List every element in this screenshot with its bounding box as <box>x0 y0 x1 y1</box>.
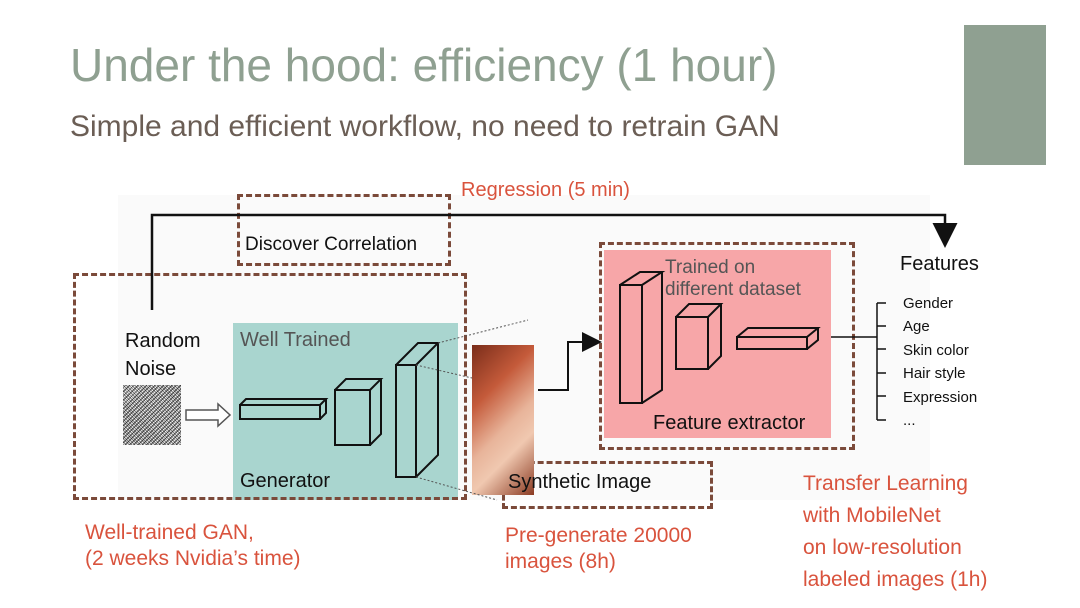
feature-item: Hair style <box>903 365 966 383</box>
transfer-caption-line3: on low-resolution <box>803 536 962 559</box>
gan-caption-line1: Well-trained GAN, <box>85 521 254 544</box>
transfer-caption: Transfer Learning with MobileNet on low-… <box>803 468 987 596</box>
slide-title: Under the hood: efficiency (1 hour) <box>70 39 778 91</box>
random-noise-image <box>123 385 181 445</box>
transfer-caption-line2: with MobileNet <box>803 504 941 527</box>
pregen-caption-line2: images (8h) <box>505 550 616 573</box>
features-list: Gender Age Skin color Hair style Express… <box>903 292 977 432</box>
extractor-layers <box>619 271 821 404</box>
feature-item: Gender <box>903 295 954 312</box>
projection-lines <box>415 319 529 501</box>
features-bracket <box>831 302 886 421</box>
feature-item: Expression <box>903 388 978 406</box>
noise-to-generator-arrow <box>185 402 232 428</box>
synthetic-image-label: Synthetic Image <box>508 471 652 493</box>
generator-layers <box>239 342 441 478</box>
feature-item: Age <box>903 318 930 336</box>
pregen-caption-line1: Pre-generate 20000 <box>505 524 692 547</box>
regression-arrow <box>150 213 958 310</box>
slide-subtitle: Simple and efficient workflow, no need t… <box>70 110 780 143</box>
accent-block <box>964 25 1046 165</box>
synthetic-face-image <box>472 345 534 495</box>
trained-on-label-line2: different dataset <box>665 279 801 300</box>
random-noise-label-line2: Noise <box>125 358 177 380</box>
discover-correlation-label: Discover Correlation <box>245 234 418 255</box>
regression-label: Regression (5 min) <box>461 179 630 201</box>
gan-box <box>73 273 467 500</box>
feature-extractor-label: Feature extractor <box>653 412 806 434</box>
well-trained-label: Well Trained <box>240 329 351 351</box>
random-noise-label-line1: Random <box>125 330 201 352</box>
transfer-caption-line4: labeled images (1h) <box>803 568 988 591</box>
transfer-caption-line1: Transfer Learning <box>803 472 968 495</box>
discover-correlation-box <box>237 194 451 266</box>
generator-label: Generator <box>240 470 331 492</box>
feature-item: ... <box>903 412 916 430</box>
image-to-extractor-arrow <box>538 332 602 391</box>
trained-on-label-line1: Trained on <box>665 257 756 278</box>
pregen-caption: Pre-generate 20000 images (8h) <box>505 523 692 575</box>
generator-panel <box>233 323 458 500</box>
feature-item: Skin color <box>903 341 969 359</box>
features-title: Features <box>900 253 979 275</box>
gan-caption: Well-trained GAN, (2 weeks Nvidia’s time… <box>85 520 301 572</box>
gan-caption-line2: (2 weeks Nvidia’s time) <box>85 547 301 570</box>
